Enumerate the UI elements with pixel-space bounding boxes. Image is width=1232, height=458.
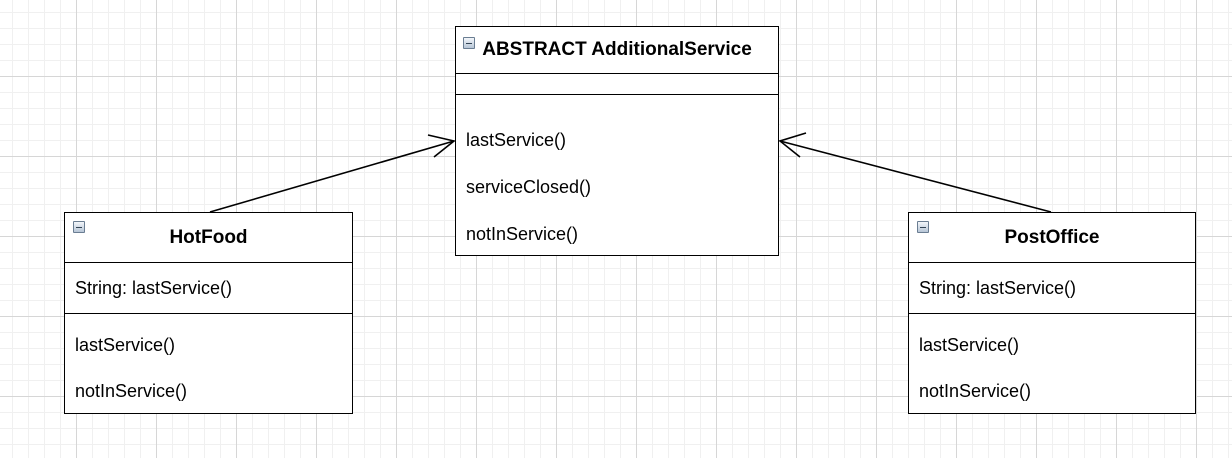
- class-name: ABSTRACT AdditionalService: [482, 39, 752, 60]
- operation-item[interactable]: lastService(): [466, 130, 567, 150]
- operation-item[interactable]: lastService(): [75, 334, 176, 355]
- attribute-item[interactable]: String: lastService(): [75, 277, 233, 298]
- operation-item[interactable]: notInService(): [75, 380, 188, 401]
- class-hotfood[interactable]: HotFood String: lastService() lastServic…: [64, 212, 353, 414]
- attributes-section: String: lastService(): [909, 263, 1195, 314]
- collapse-minus-icon[interactable]: [917, 221, 929, 233]
- operation-item[interactable]: lastService(): [919, 334, 1020, 355]
- attributes-section: [456, 74, 778, 95]
- class-name: HotFood: [169, 226, 248, 248]
- collapse-minus-icon[interactable]: [73, 221, 85, 233]
- operations-section: lastService() serviceClosed() notInServi…: [456, 95, 778, 258]
- attributes-section: String: lastService(): [65, 263, 352, 314]
- operations-section: lastService() notInService(): [65, 314, 352, 414]
- operations-section: lastService() notInService(): [909, 314, 1195, 414]
- class-name: PostOffice: [1004, 226, 1100, 248]
- class-title-bar: HotFood: [65, 213, 352, 263]
- hotfood-to-abstract-connector[interactable]: [209, 134, 456, 213]
- postoffice-connector-line: [779, 140, 1052, 213]
- hotfood-connector-line: [209, 140, 455, 213]
- operation-item[interactable]: notInService(): [919, 380, 1032, 401]
- postoffice-to-abstract-connector[interactable]: [778, 132, 1052, 213]
- operation-item[interactable]: serviceClosed(): [466, 177, 592, 197]
- postoffice-arrowhead: [778, 132, 807, 158]
- attribute-item[interactable]: String: lastService(): [919, 277, 1077, 298]
- class-title-bar: PostOffice: [909, 213, 1195, 263]
- hotfood-arrowhead: [427, 134, 456, 158]
- class-additional-service[interactable]: ABSTRACT AdditionalService lastService()…: [455, 26, 779, 256]
- class-postoffice[interactable]: PostOffice String: lastService() lastSer…: [908, 212, 1196, 414]
- class-title-bar: ABSTRACT AdditionalService: [456, 27, 778, 74]
- operation-item[interactable]: notInService(): [466, 224, 579, 244]
- collapse-minus-icon[interactable]: [463, 37, 475, 49]
